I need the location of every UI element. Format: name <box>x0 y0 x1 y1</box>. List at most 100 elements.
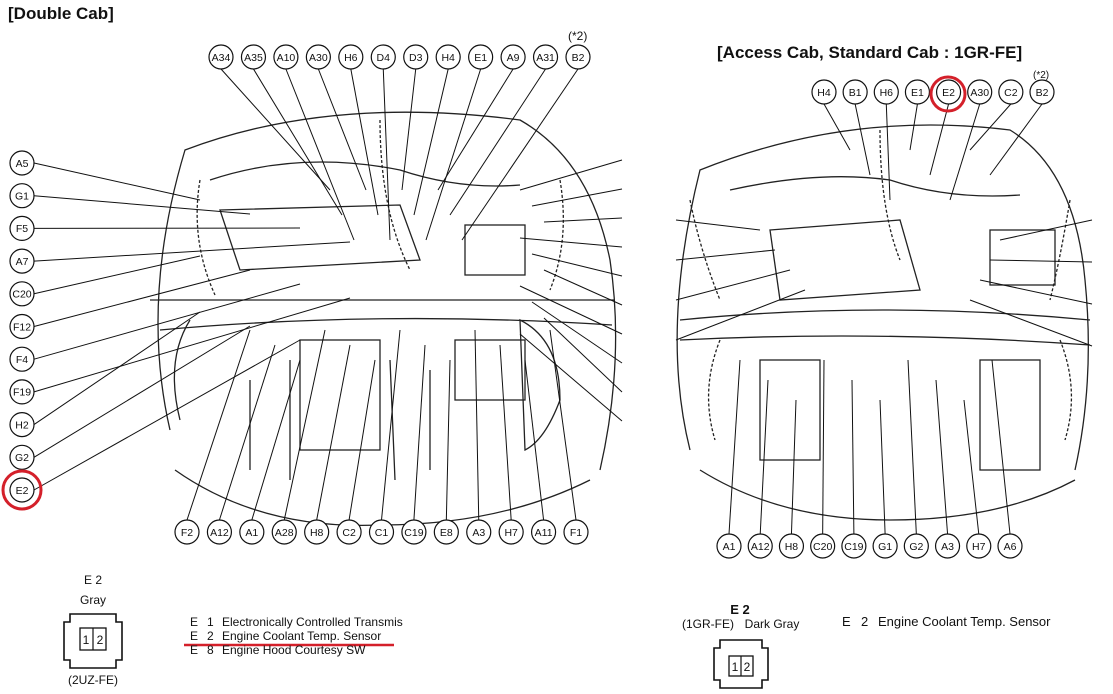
leader-line <box>525 360 544 520</box>
left-callout-side-h2-text: H2 <box>15 419 29 431</box>
left-callout-top-a10: A10 <box>274 45 298 69</box>
left-callout-top-d3-text: D3 <box>409 52 423 64</box>
left-callout-bottom-h7-text: H7 <box>504 527 518 539</box>
leader-line <box>676 270 790 300</box>
leader-line <box>34 340 300 490</box>
left-callout-side-g1: G1 <box>10 184 34 208</box>
right-connector-name: E 2 <box>730 602 750 617</box>
leader-line <box>729 360 740 534</box>
right-callout-bottom-a1-text: A1 <box>723 541 736 553</box>
left-callout-bottom-c1-text: C1 <box>375 527 389 539</box>
right-callout-bottom-h7-text: H7 <box>972 541 986 553</box>
leader-line <box>908 360 916 534</box>
left-connector-name: E 2 <box>84 573 102 587</box>
right-callout-top-a30-text: A30 <box>970 87 989 99</box>
leader-line <box>950 104 980 200</box>
left-callout-side-g2: G2 <box>10 445 34 469</box>
leader-line <box>520 286 622 334</box>
left-legend-code-1: E <box>190 615 198 629</box>
leader-line <box>219 345 275 520</box>
right-callout-top-e2: E2 <box>937 80 961 104</box>
leader-line <box>823 360 824 534</box>
right-callout-bottom-a12: A12 <box>748 534 772 558</box>
left-callout-top-a35-text: A35 <box>244 52 263 64</box>
left-callout-bottom-c2: C2 <box>337 520 361 544</box>
left-callout-top-a34: A34 <box>209 45 233 69</box>
left-callout-side-f4-text: F4 <box>16 354 28 366</box>
leader-line <box>930 104 949 175</box>
left-pin-2: 2 <box>97 633 104 647</box>
right-pin-1: 1 <box>732 660 739 674</box>
right-connector-variant: (1GR-FE) <box>682 617 734 631</box>
left-callout-top-b2-text: B2 <box>572 52 585 64</box>
left-legend: E 1 Electronically Controlled Transmis E… <box>184 615 403 657</box>
leader-line <box>520 238 622 247</box>
left-callout-bottom-a3-text: A3 <box>472 527 485 539</box>
leader-line <box>852 380 854 534</box>
right-callout-top-h6: H6 <box>874 80 898 104</box>
leader-line <box>286 69 354 240</box>
left-title: [Double Cab] <box>8 4 114 23</box>
left-callout-side-f4: F4 <box>10 347 34 371</box>
leader-lines <box>34 69 1092 534</box>
leader-line <box>676 250 775 260</box>
right-callout-bottom-a6: A6 <box>998 534 1022 558</box>
leader-line <box>990 260 1092 262</box>
leader-line <box>34 298 350 392</box>
left-callout-bottom-e8-text: E8 <box>440 527 453 539</box>
left-callout-top-a35: A35 <box>241 45 265 69</box>
left-callout-side-e2: E2 <box>10 478 34 502</box>
left-callout-bottom-h8: H8 <box>305 520 329 544</box>
leader-line <box>880 400 885 534</box>
left-callout-bottom-a12: A12 <box>207 520 231 544</box>
left-callout-top-h6: H6 <box>339 45 363 69</box>
right-callout-bottom-a12-text: A12 <box>751 541 770 553</box>
left-legend-code-2: E <box>190 629 198 643</box>
left-callout-bottom-a3: A3 <box>467 520 491 544</box>
right-legend-code-1: E <box>842 614 851 629</box>
right-pin-2: 2 <box>744 660 751 674</box>
leader-line <box>426 69 481 240</box>
right-callout-top-e1-text: E1 <box>911 87 924 99</box>
leader-line <box>317 345 350 520</box>
leader-line <box>676 290 805 340</box>
left-callout-bottom-a28: A28 <box>272 520 296 544</box>
left-callout-side-f5-text: F5 <box>16 223 28 235</box>
left-callout-bottom-f1-text: F1 <box>570 527 582 539</box>
left-callout-top-a9: A9 <box>501 45 525 69</box>
left-callout-top-a34-text: A34 <box>212 52 231 64</box>
right-connector-e2: E 2 (1GR-FE) Dark Gray 1 2 <box>682 602 799 688</box>
left-callout-side-c20-text: C20 <box>12 289 31 301</box>
leader-line <box>446 360 450 520</box>
left-callout-top-e1: E1 <box>469 45 493 69</box>
leader-line <box>760 380 768 534</box>
left-callout-top-a30-text: A30 <box>309 52 328 64</box>
leader-line <box>450 69 546 215</box>
left-callout-bottom-h8-text: H8 <box>310 527 324 539</box>
left-callout-side-e2-text: E2 <box>16 485 29 497</box>
left-callout-side-c20: C20 <box>10 282 34 306</box>
leader-line <box>936 380 948 534</box>
left-callout-top-h6-text: H6 <box>344 52 358 64</box>
leader-line <box>402 69 416 190</box>
right-callout-bottom-a3-text: A3 <box>941 541 954 553</box>
left-callout-bottom-c19: C19 <box>402 520 426 544</box>
right-note-mark: (*2) <box>1033 70 1049 81</box>
left-callout-side-a7-text: A7 <box>16 256 29 268</box>
left-callout-side-a5: A5 <box>10 151 34 175</box>
left-legend-num-2: 2 <box>207 629 214 643</box>
right-callout-bottom-h8: H8 <box>779 534 803 558</box>
leader-line <box>438 69 513 190</box>
leader-line <box>34 270 250 327</box>
leader-line <box>349 360 375 520</box>
left-callout-top-d4: D4 <box>371 45 395 69</box>
leader-line <box>383 69 390 240</box>
leader-line <box>34 284 300 359</box>
left-callout-bottom-f2: F2 <box>175 520 199 544</box>
leader-line <box>550 330 576 520</box>
left-pin-1: 1 <box>83 633 90 647</box>
left-callout-top-h4-text: H4 <box>441 52 455 64</box>
right-callout-bottom-c20-text: C20 <box>813 541 832 553</box>
right-engine-bay-illustration <box>677 125 1090 520</box>
